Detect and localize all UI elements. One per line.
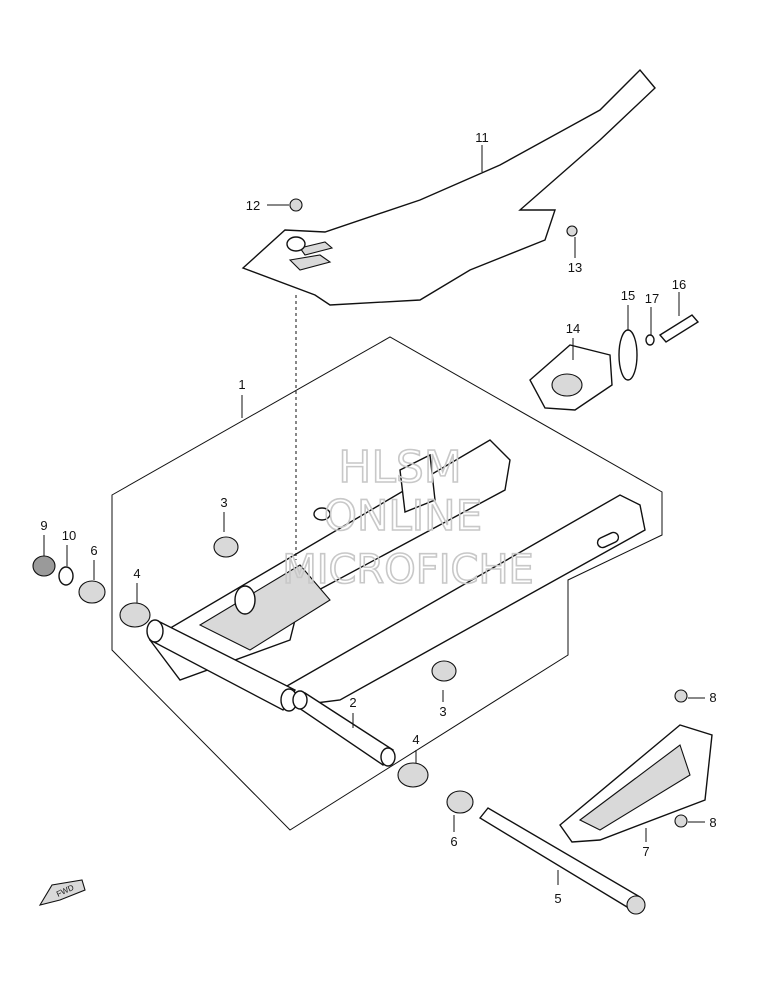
callout-6-left: 6 xyxy=(90,543,97,558)
callout-4-left: 4 xyxy=(133,566,140,581)
bushing-part xyxy=(119,602,429,788)
callout-11: 11 xyxy=(475,130,489,145)
watermark-line-2: ONLINE xyxy=(324,491,482,540)
callout-labels: 1 2 3 3 4 4 5 6 6 7 8 8 9 10 11 12 13 14… xyxy=(40,130,716,906)
small-washer-part xyxy=(645,334,655,346)
callout-5: 5 xyxy=(554,891,561,906)
callout-16: 16 xyxy=(672,277,686,292)
assembly-box-outline xyxy=(111,336,663,831)
callout-1: 1 xyxy=(238,377,245,392)
plate-part xyxy=(618,329,638,381)
callout-17: 17 xyxy=(645,291,659,306)
callout-9: 9 xyxy=(40,518,47,533)
chain-cover-part xyxy=(241,68,656,306)
leader-lines xyxy=(43,145,705,885)
callout-12: 12 xyxy=(246,198,260,213)
bolt-part xyxy=(674,689,688,828)
callout-13: 13 xyxy=(568,260,582,275)
pivot-shaft-part xyxy=(478,807,646,915)
watermark-line-1: HLSM xyxy=(338,442,462,493)
callout-4-right: 4 xyxy=(412,732,419,747)
watermark-line-3: MICROFICHE xyxy=(282,547,534,593)
cover-bolt-part xyxy=(566,225,578,237)
callout-10: 10 xyxy=(62,528,76,543)
chain-guide-part xyxy=(559,724,713,843)
callout-2: 2 xyxy=(349,695,356,710)
callout-3-upper: 3 xyxy=(220,495,227,510)
callout-7: 7 xyxy=(642,844,649,859)
callout-14: 14 xyxy=(566,321,580,336)
long-bolt-part xyxy=(658,314,700,343)
fwd-arrow: FWD xyxy=(38,879,86,906)
spacer-collar-part xyxy=(78,580,474,814)
chain-buffer-part xyxy=(529,344,613,411)
screw-part xyxy=(289,198,303,212)
bearing-part xyxy=(213,536,457,682)
nut-part xyxy=(32,555,56,577)
callout-8-upper: 8 xyxy=(709,690,716,705)
callout-15: 15 xyxy=(621,288,635,303)
pivot-sleeve-part xyxy=(292,690,396,767)
washer-part xyxy=(58,566,74,586)
watermark: HLSM ONLINE MICROFICHE xyxy=(281,441,534,594)
callout-3-lower: 3 xyxy=(439,704,446,719)
swingarm-part xyxy=(146,439,646,712)
callout-6-right: 6 xyxy=(450,834,457,849)
callout-8-lower: 8 xyxy=(709,815,716,830)
